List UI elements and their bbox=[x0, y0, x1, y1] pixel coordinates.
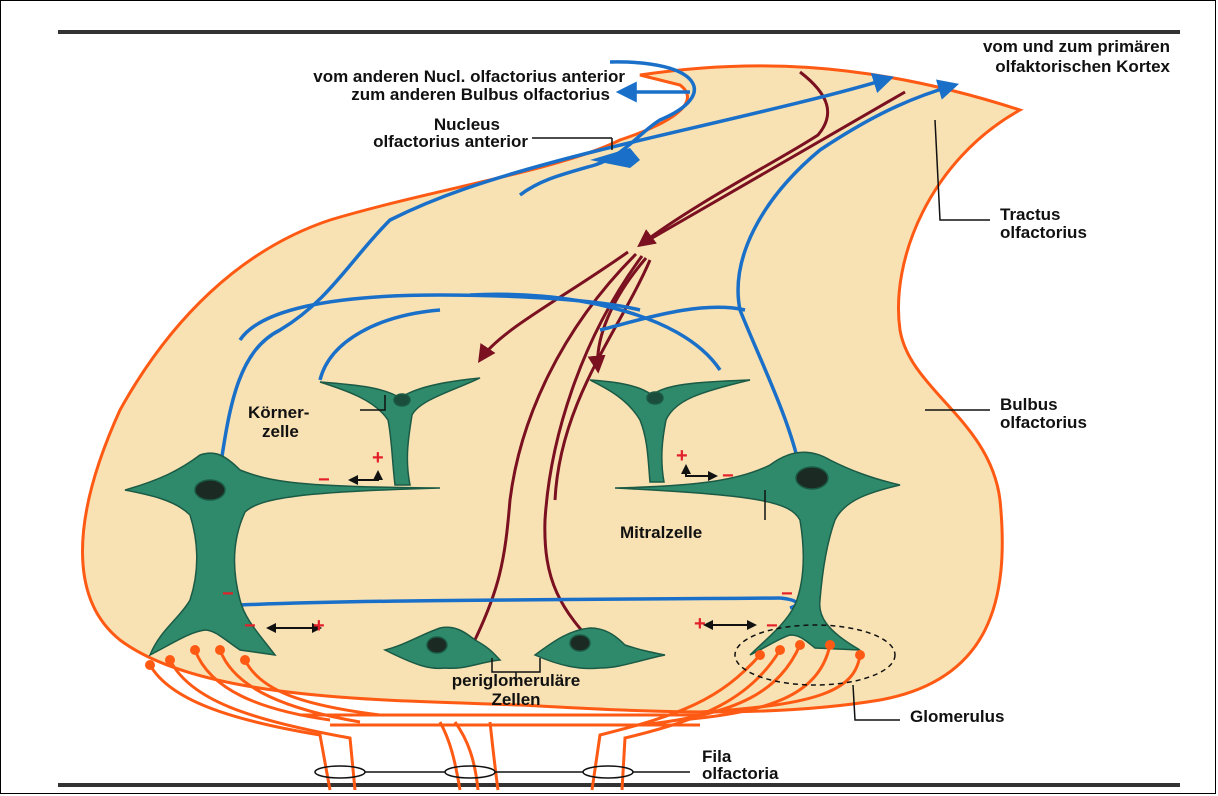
label-koerner-line1: Körner- bbox=[248, 403, 309, 422]
label-tractus: Tractus olfactorius bbox=[1000, 205, 1087, 242]
sign-minus: − bbox=[222, 583, 234, 605]
label-bulbus-line1: Bulbus bbox=[1000, 395, 1058, 414]
label-periglomerular-line1: periglomeruläre bbox=[452, 671, 581, 690]
label-bulbus-line2: olfactorius bbox=[1000, 413, 1087, 432]
sign-minus: − bbox=[722, 465, 734, 487]
label-from-other-nucleus: vom anderen Nucl. olfactorius anterior bbox=[313, 67, 625, 86]
label-periglomerular-line2: Zellen bbox=[491, 690, 540, 709]
label-tractus-line2: olfactorius bbox=[1000, 223, 1087, 242]
label-koerner-line2: zelle bbox=[262, 422, 299, 441]
label-mitral: Mitralzelle bbox=[620, 523, 702, 542]
label-nucleus-line2: olfactorius anterior bbox=[373, 132, 528, 151]
sign-plus: + bbox=[372, 447, 384, 469]
sign-minus: − bbox=[766, 615, 778, 637]
label-top-right: vom und zum primären olfaktorischen Kort… bbox=[983, 37, 1171, 76]
sign-minus: − bbox=[318, 469, 330, 491]
sign-plus: + bbox=[313, 615, 325, 637]
label-fila-line2: olfactoria bbox=[702, 764, 779, 783]
sign-plus: + bbox=[676, 445, 688, 467]
label-top-right-line1: vom und zum primären bbox=[983, 37, 1170, 56]
label-tractus-line1: Tractus bbox=[1000, 205, 1060, 224]
label-to-other-bulbus: zum anderen Bulbus olfactorius bbox=[351, 85, 610, 104]
label-glomerulus: Glomerulus bbox=[910, 707, 1004, 726]
sign-minus: − bbox=[781, 583, 793, 605]
label-nucleus: Nucleus olfactorius anterior bbox=[373, 115, 528, 151]
label-bulbus: Bulbus olfactorius bbox=[1000, 395, 1087, 432]
sign-plus: + bbox=[694, 613, 706, 635]
label-fila: Fila olfactoria bbox=[702, 747, 779, 783]
fila-rings bbox=[315, 766, 690, 778]
label-top-right-line2: olfaktorischen Kortex bbox=[995, 57, 1170, 76]
sign-minus: − bbox=[244, 615, 256, 637]
